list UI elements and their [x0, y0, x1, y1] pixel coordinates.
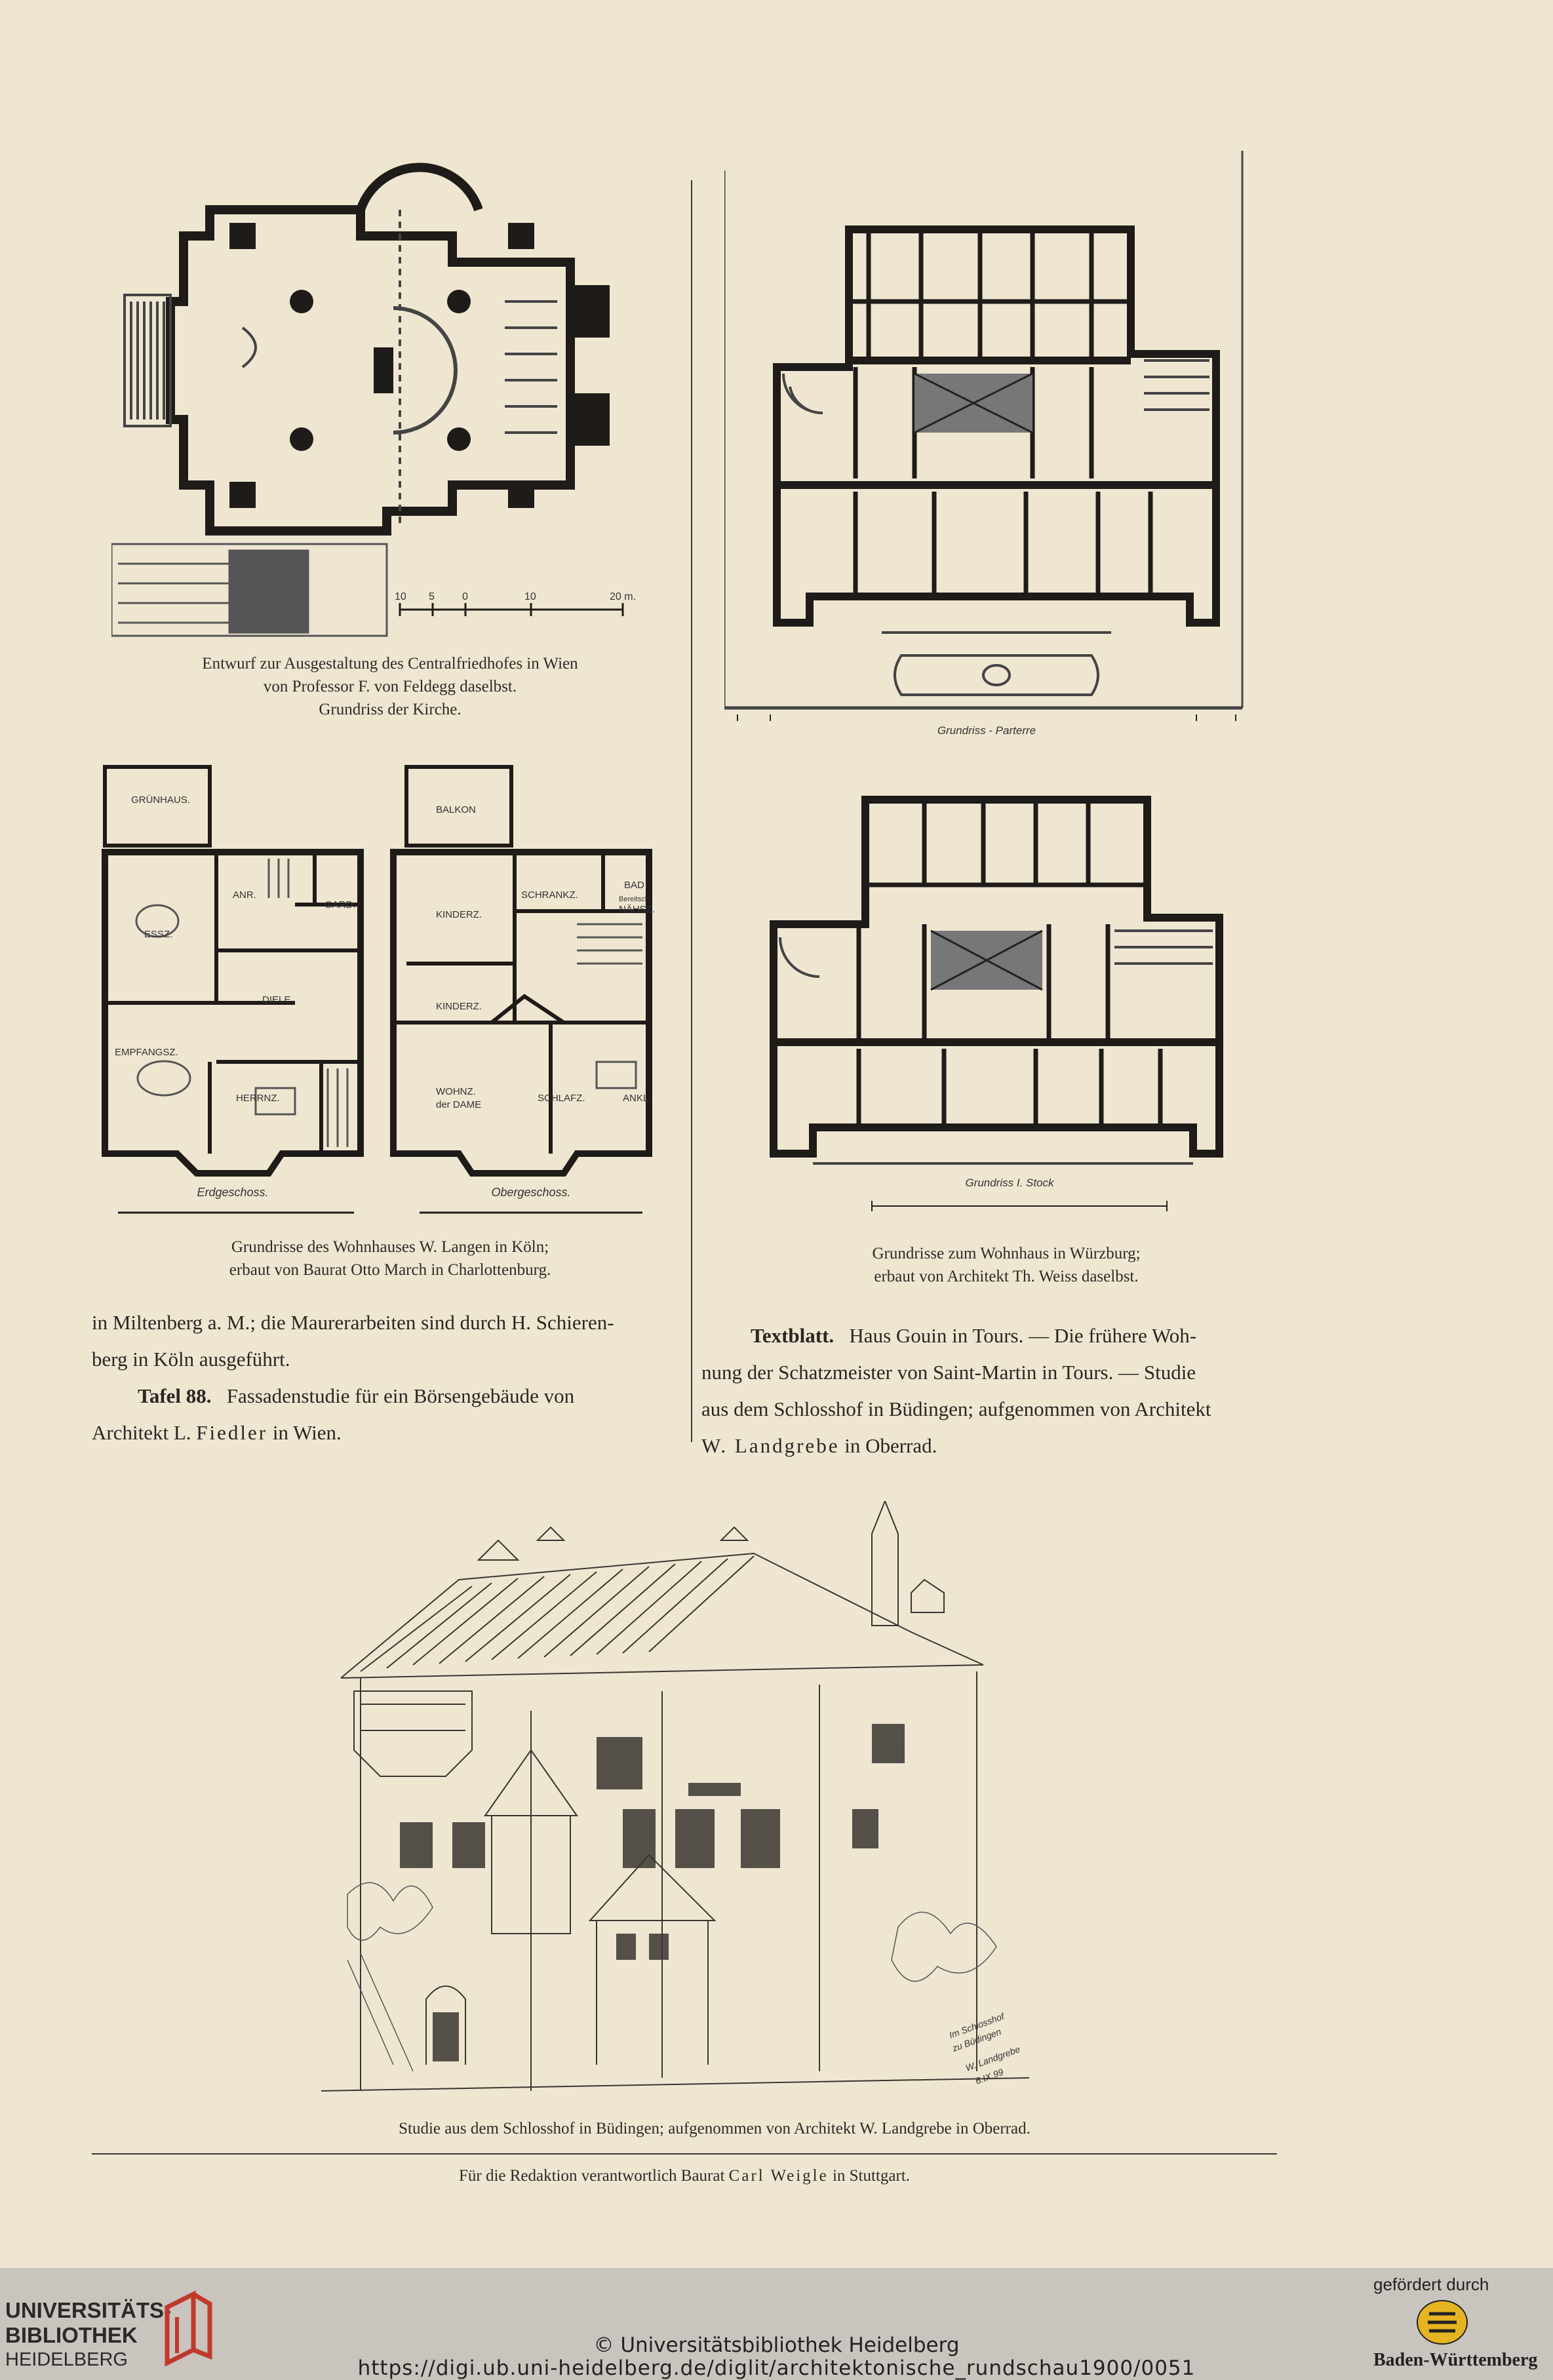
footer-rule: [92, 2153, 1277, 2155]
langen-plans-drawing: GRÜNHAUS. ANR. GARD. ESSZ. DIELE. EMPFAN…: [102, 765, 655, 1214]
text-line: aus dem Schlosshof in Büdingen; aufgenom…: [701, 1397, 1211, 1420]
author-suffix: in Oberrad.: [844, 1434, 937, 1457]
textblatt-label: Textblatt.: [751, 1324, 835, 1347]
room-label: Bereitsch.: [619, 895, 651, 903]
scale-label: 5: [429, 591, 435, 602]
scale-label: 0: [462, 591, 468, 602]
wuerzburg-upper-drawing: Grundriss I. Stock: [770, 796, 1223, 1211]
buedingen-sketch-drawing: Im Schlosshof zu Büdingen W. Landgrebe 6…: [321, 1501, 1030, 2092]
column-divider: [691, 180, 692, 1442]
funder-name: Baden-Württemberg: [1373, 2350, 1538, 2370]
baden-wuerttemberg-crest-icon: [1417, 2300, 1468, 2345]
langen-caption: Grundrisse des Wohnhauses W. Langen in K…: [118, 1236, 662, 1281]
author-name: W. Landgrebe: [701, 1434, 840, 1457]
caption-line: erbaut von Baurat Otto March in Charlott…: [229, 1261, 551, 1279]
church-caption: Entwurf zur Ausgestaltung des Centralfri…: [118, 652, 662, 721]
weiss-caption: Grundrisse zum Wohnhaus in Würzburg; erb…: [741, 1242, 1272, 1288]
library-logo-line1: UNIVERSITÄTS-: [5, 2298, 172, 2322]
room-label: KINDERZ.: [436, 909, 482, 920]
caption-line: Entwurf zur Ausgestaltung des Centralfri…: [202, 655, 578, 673]
room-label: GRÜNHAUS.: [131, 794, 190, 806]
caption-line: Grundrisse zum Wohnhaus in Würzburg;: [872, 1245, 1141, 1262]
wuerzburg-ground-plan: Grundriss - Parterre: [724, 151, 1275, 741]
editor-note: Für die Redaktion verantwortlich Baurat …: [92, 2164, 1277, 2187]
signature-line: W. Landgrebe: [964, 2044, 1022, 2073]
right-text-column: Textblatt. Haus Gouin in Tours. — Die fr…: [701, 1317, 1285, 1464]
signature-line: 6.IX.99: [974, 2067, 1005, 2086]
church-floor-plan: 10 5 0 10 20 m.: [111, 131, 662, 642]
scale-label: 10: [524, 591, 536, 602]
caption-line: Grundrisse des Wohnhauses W. Langen in K…: [231, 1238, 549, 1256]
scanned-page: 10 5 0 10 20 m. Entwurf zur Ausgestaltun…: [0, 0, 1553, 2268]
room-label: KINDERZ.: [436, 1001, 482, 1012]
digitization-footer: UNIVERSITÄTS- BIBLIOTHEK HEIDELBERG © Un…: [0, 2268, 1553, 2380]
langen-floor-plans: GRÜNHAUS. ANR. GARD. ESSZ. DIELE. EMPFAN…: [79, 760, 669, 1219]
room-label: ANKL.: [623, 1093, 651, 1104]
source-url[interactable]: https://digi.ub.uni-heidelberg.de/diglit…: [357, 2356, 1196, 2380]
room-label: DIELE.: [262, 994, 294, 1005]
text-line: berg in Köln ausgeführt.: [92, 1348, 290, 1371]
buedingen-sketch: Im Schlosshof zu Büdingen W. Landgrebe 6…: [321, 1501, 1082, 2111]
room-label: GARD.: [324, 899, 356, 910]
scale-label: 10: [395, 591, 406, 602]
text-line: W. Landgrebe in Oberrad.: [701, 1428, 1285, 1464]
plan-label: Grundriss I. Stock: [965, 1177, 1055, 1189]
text-line: Architekt L. Fiedler in Wien.: [92, 1414, 675, 1451]
room-label: EMPFANGSZ.: [115, 1047, 178, 1058]
plate-label: Tafel 88.: [138, 1384, 212, 1407]
wuerzburg-ground-drawing: Grundriss - Parterre: [724, 151, 1244, 737]
library-logo-line2: BIBLIOTHEK: [5, 2323, 138, 2347]
room-label: ANR.: [233, 889, 256, 901]
architect-name: Fiedler: [196, 1421, 268, 1444]
plate-entry: Tafel 88. Fassadenstudie für ein Börseng…: [92, 1378, 675, 1414]
funded-by-label: gefördert durch: [1373, 2274, 1489, 2294]
textblatt-entry: Textblatt. Haus Gouin in Tours. — Die fr…: [701, 1317, 1285, 1354]
wuerzburg-upper-plan: Grundriss I. Stock: [760, 787, 1259, 1226]
copyright-text: © Universitätsbibliothek Heidelberg: [593, 2333, 960, 2357]
caption-line: erbaut von Architekt Th. Weiss daselbst.: [874, 1268, 1139, 1285]
room-label: HERRNZ.: [236, 1093, 280, 1104]
plate-text: Fassadenstudie für ein Börsengebäude von: [226, 1384, 575, 1407]
left-text-column: in Miltenberg a. M.; die Maurerarbeiten …: [92, 1304, 675, 1451]
room-label: WOHNZ.: [436, 1086, 476, 1097]
text-line: in Miltenberg a. M.; die Maurerarbeiten …: [92, 1311, 614, 1334]
library-book-icon: [165, 2290, 212, 2366]
library-logo-line3: HEIDELBERG: [5, 2349, 128, 2370]
caption-line: von Professor F. von Feldegg daselbst.: [263, 678, 517, 695]
sketch-caption: Studie aus dem Schlosshof in Büdingen; a…: [399, 2120, 1031, 2137]
editor-prefix: Für die Redaktion verantwortlich Baurat: [458, 2167, 725, 2185]
caption-line: Grundriss der Kirche.: [319, 701, 462, 718]
ground-floor-title: Erdgeschoss.: [197, 1186, 268, 1199]
plan-label: Grundriss - Parterre: [937, 724, 1036, 737]
room-label: BALKON: [436, 804, 476, 815]
text-line: nung der Schatzmeister von Saint-Martin …: [701, 1361, 1196, 1384]
upper-floor-title: Obergeschoss.: [491, 1186, 570, 1199]
editor-name: Carl Weigle: [728, 2167, 829, 2185]
room-label: ESSZ.: [144, 929, 172, 940]
church-plan-drawing: 10 5 0 10 20 m.: [111, 163, 636, 637]
room-label: SCHLAFZ.: [538, 1093, 585, 1104]
room-label: NÄHSZ.: [619, 904, 655, 915]
room-label: SCHRANKZ.: [521, 889, 578, 901]
text-line: Haus Gouin in Tours. — Die frühere Woh-: [849, 1324, 1197, 1347]
editor-suffix: in Stuttgart.: [832, 2167, 911, 2185]
room-label: der DAME: [436, 1099, 481, 1110]
architect-suffix: in Wien.: [272, 1421, 342, 1444]
architect-prefix: Architekt L.: [92, 1421, 191, 1444]
scale-label: 20 m.: [610, 591, 636, 602]
room-label: BAD: [624, 880, 644, 891]
